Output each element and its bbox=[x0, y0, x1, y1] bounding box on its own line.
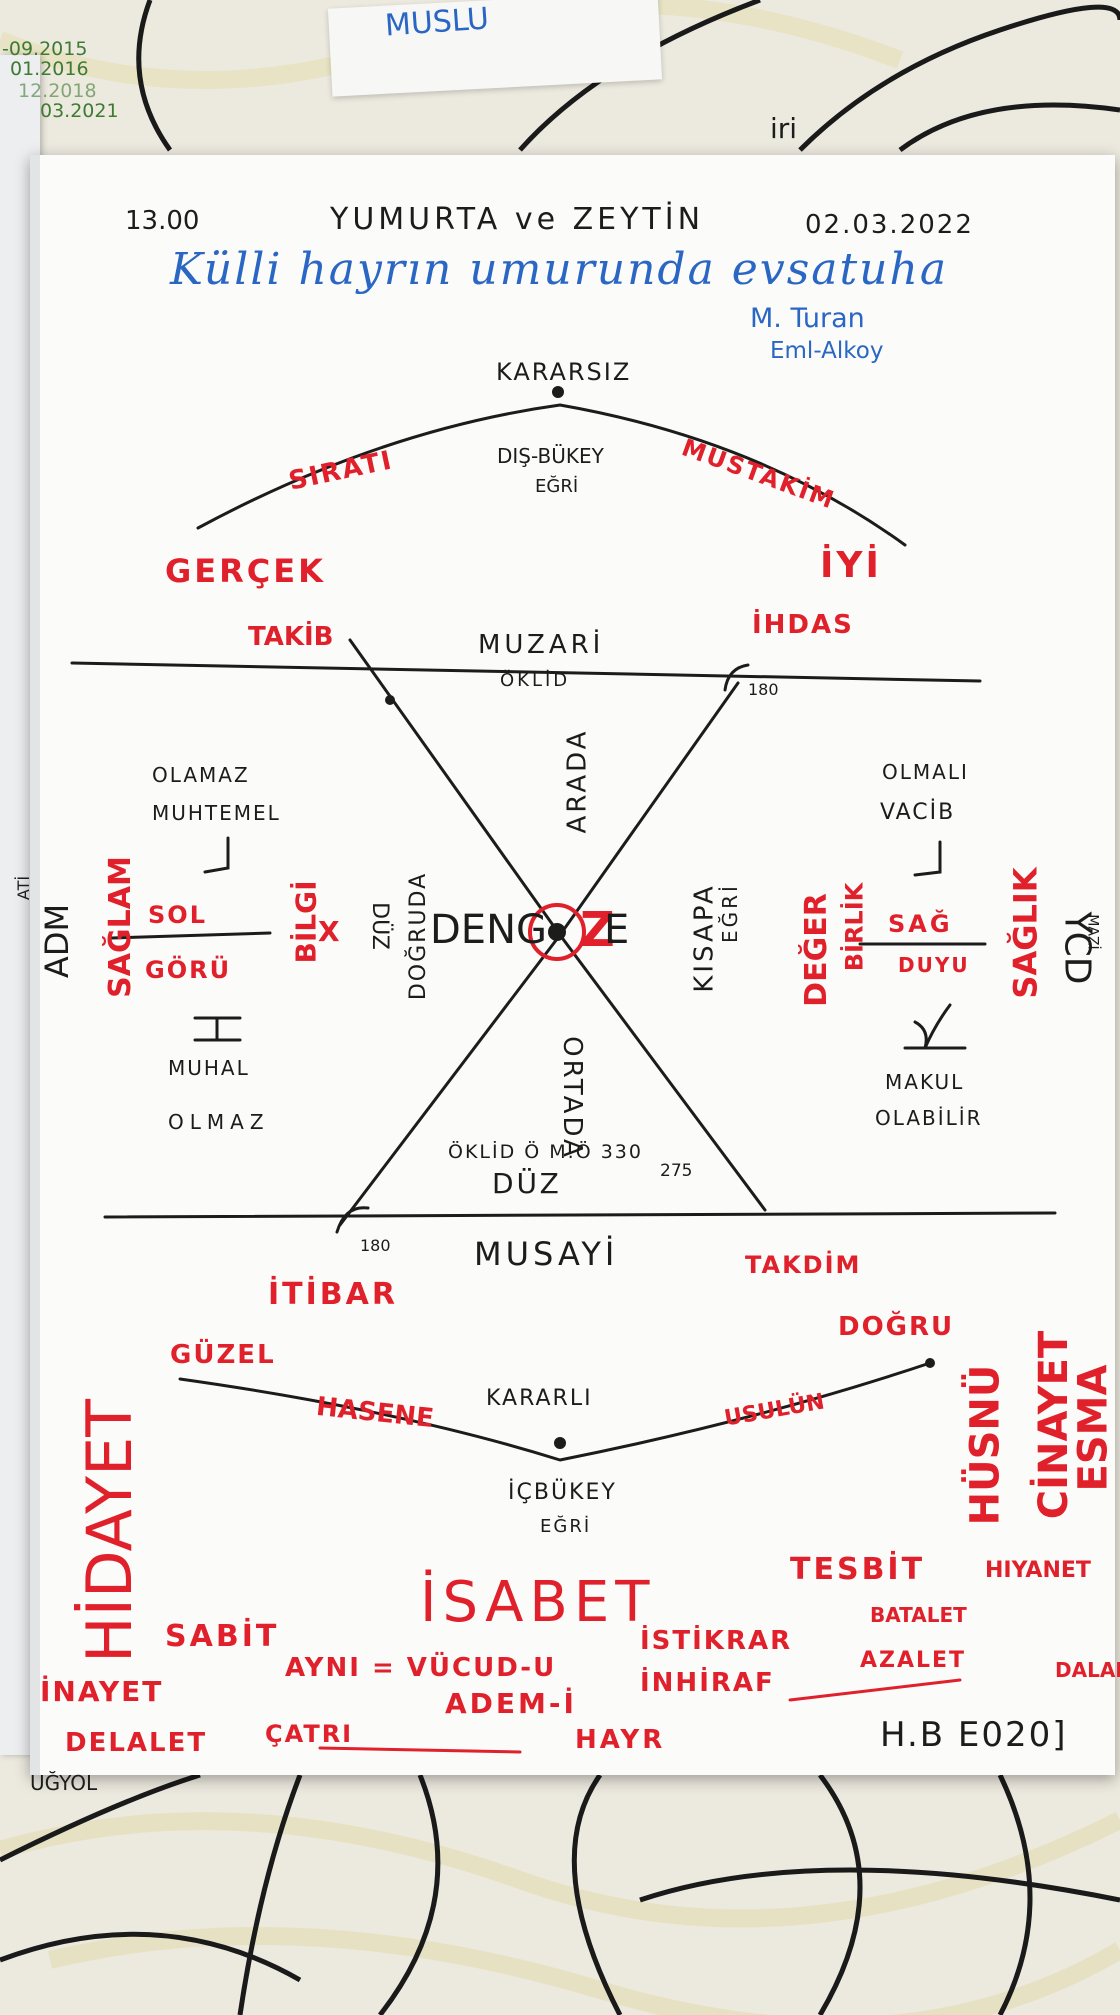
margin-date-2: 01.2016 bbox=[10, 58, 89, 80]
lower-left-label: İTİBAR bbox=[268, 1277, 398, 1312]
footer-sabit: SABİT bbox=[165, 1619, 280, 1654]
left-top-1: OLAMAZ bbox=[152, 763, 250, 787]
bottom-concave-curve bbox=[178, 1361, 932, 1462]
left-bottom-2: OLMAZ bbox=[168, 1110, 270, 1134]
left-cross-mark: X bbox=[318, 915, 340, 948]
center-right-vertical-2: EĞRİ bbox=[717, 883, 742, 943]
right-bottom-2: OLABİLİR bbox=[875, 1106, 983, 1130]
left-lower-arm: GÖRÜ bbox=[145, 956, 232, 984]
right-vertical-cinayet: CİNAYET bbox=[1031, 1330, 1078, 1520]
right-bottom-1: MAKUL bbox=[885, 1070, 965, 1094]
margin-date-3: 12.2018 bbox=[18, 80, 97, 102]
top-curve-point bbox=[552, 386, 564, 398]
left-vertical-black-small: ATİ bbox=[14, 875, 34, 901]
bottom-right-end: DOĞRU bbox=[838, 1312, 955, 1342]
footer-delalet: DELALET bbox=[65, 1728, 208, 1758]
center-red-letter: Z bbox=[580, 902, 615, 958]
right-vertical-red-3: SAĞLIK bbox=[1006, 867, 1045, 999]
top-note-text: MUSLU bbox=[383, 1, 491, 44]
footer-signature: H.B E020] bbox=[880, 1715, 1068, 1755]
bottom-curve-name-2: EĞRİ bbox=[540, 1516, 592, 1537]
center-point bbox=[548, 923, 566, 941]
top-curve-name-1: DIŞ-BÜKEY bbox=[497, 444, 604, 468]
top-right-note: iri bbox=[770, 112, 798, 145]
bottom-curve-point bbox=[554, 1437, 566, 1449]
left-vertical-red-1: SAĞLAM bbox=[102, 856, 138, 998]
header-title: YUMURTA ve ZEYTİN bbox=[330, 202, 705, 237]
center-word-right: E bbox=[604, 907, 630, 953]
lower-center-label-1: DÜZ bbox=[492, 1167, 562, 1200]
top-point-label: KARARSIZ bbox=[496, 358, 632, 386]
lower-line bbox=[103, 1211, 1057, 1219]
center-upper-vertical: ARADA bbox=[562, 728, 593, 834]
footer-dalal: DALAL bbox=[1055, 1658, 1120, 1682]
notebook-page bbox=[30, 155, 1115, 1775]
bottom-point-label: KARARLI bbox=[486, 1386, 593, 1411]
footer-azalet: AZALET bbox=[860, 1648, 967, 1673]
bottom-curve-name-1: İÇBÜKEY bbox=[508, 1480, 617, 1505]
top-left-end: GERÇEK bbox=[165, 552, 326, 590]
footer-ayni: AYNI = VÜCUD-U bbox=[285, 1653, 557, 1683]
left-bottom-1: MUHAL bbox=[168, 1056, 250, 1080]
right-vertical-esma: ESMA bbox=[1070, 1364, 1117, 1492]
left-vertical-black: ADM bbox=[38, 903, 77, 979]
right-top-1: OLMALI bbox=[882, 760, 969, 784]
left-vertical-hidayet: HİDAYET bbox=[73, 1398, 147, 1664]
lower-right-label: TAKDİM bbox=[745, 1251, 862, 1279]
upper-center-sub: ÖKLİD bbox=[500, 670, 571, 691]
footer-hiyanet: HIYANET bbox=[985, 1558, 1091, 1583]
upper-angle: 180 bbox=[748, 680, 779, 699]
center-word-left: DENG bbox=[430, 907, 547, 953]
margin-date-4: 03.2021 bbox=[40, 100, 119, 122]
footer-corner: UĞYOL bbox=[30, 1771, 98, 1795]
center-left-vertical-2: DOĞRUDA bbox=[406, 871, 432, 1001]
bottom-left-end: GÜZEL bbox=[170, 1340, 276, 1370]
left-top-2: MUHTEMEL bbox=[152, 801, 281, 825]
left-upper-arm: SOL bbox=[148, 901, 207, 929]
right-vertical-red-2: BİRLİK bbox=[840, 882, 869, 972]
top-convex-curve bbox=[196, 403, 907, 547]
footer-batalet: BATALET bbox=[870, 1603, 967, 1627]
margin-date-1: -09.2015 bbox=[2, 38, 88, 60]
footer-isabet: İSABET bbox=[420, 1570, 656, 1635]
subtitle-quote: Külli hayrın umurunda evsatuha bbox=[170, 244, 949, 295]
lower-sub-1: ÖKLİD Ö M.Ö 330 bbox=[448, 1141, 643, 1163]
upper-line bbox=[70, 661, 982, 683]
footer-catri: ÇATRI bbox=[265, 1720, 354, 1748]
footer-tesbit: TESBİT bbox=[790, 1552, 926, 1587]
right-vertical-red-1: DEĞER bbox=[798, 893, 834, 1007]
subtitle-author-1: M. Turan bbox=[750, 303, 865, 334]
header-date: 02.03.2022 bbox=[805, 210, 974, 240]
footer-hayr: HAYR bbox=[575, 1725, 666, 1755]
footer-inhiraf: İNHİRAF bbox=[640, 1668, 775, 1698]
center-right-vertical-1: KISAPA bbox=[689, 883, 720, 993]
upper-center-label: MUZARİ bbox=[478, 630, 605, 660]
upper-right-label: İHDAS bbox=[752, 610, 854, 640]
footer-adem: ADEM-İ bbox=[445, 1687, 577, 1720]
right-top-2: VACİB bbox=[880, 800, 956, 825]
top-curve-name-2: EĞRİ bbox=[535, 476, 579, 497]
right-upper-arm: SAĞ bbox=[888, 910, 953, 938]
footer-inayet: İNAYET bbox=[40, 1675, 164, 1708]
footer-istikrar: İSTİKRAR bbox=[640, 1626, 793, 1656]
top-right-end: İYİ bbox=[820, 545, 882, 586]
center-left-vertical-1: DÜZ bbox=[366, 902, 392, 950]
lower-angle: 180 bbox=[360, 1236, 391, 1255]
subtitle-author-2: Eml-Alkoy bbox=[770, 338, 884, 364]
header-time: 13.00 bbox=[125, 206, 200, 236]
lower-center-label-2: MUSAYİ bbox=[474, 1235, 619, 1273]
center-red-circle bbox=[528, 903, 586, 961]
upper-left-label: TAKİB bbox=[248, 622, 334, 652]
right-lower-arm: DUYU bbox=[898, 953, 970, 977]
lower-sub-2: 275 bbox=[660, 1161, 693, 1181]
right-vertical-black-small: MAZİ bbox=[1084, 914, 1101, 950]
right-vertical-husnu: HÜSNÜ bbox=[962, 1364, 1009, 1526]
left-vertical-red-2: BİLGİ bbox=[289, 880, 323, 964]
